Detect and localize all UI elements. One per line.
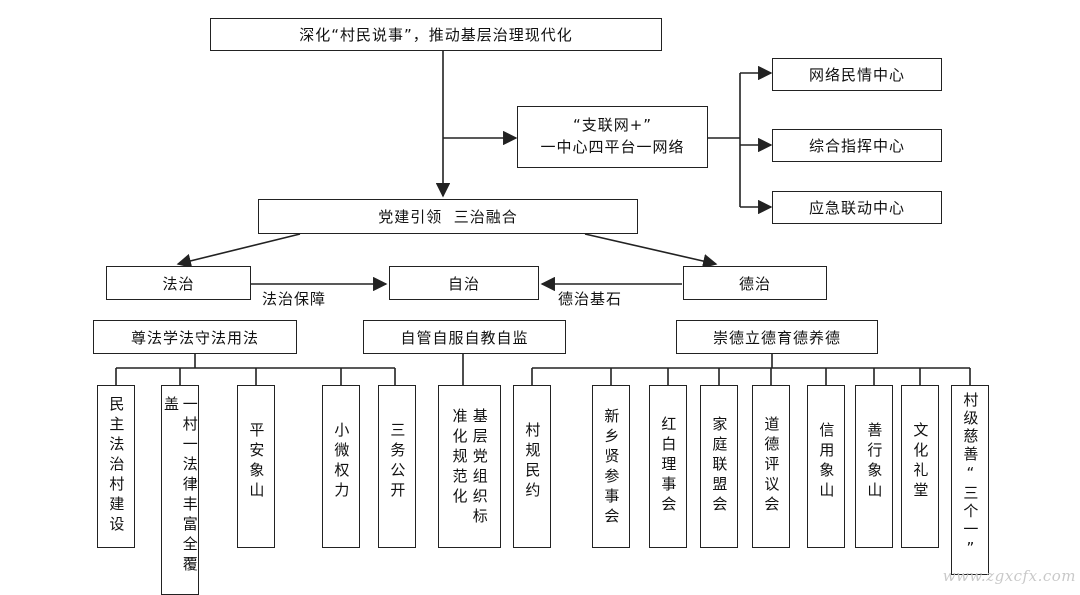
leaf-label-5: 三务公开 xyxy=(388,422,407,502)
center-label-1: 网络民情中心 xyxy=(808,66,905,84)
leaf-label-4: 小微权力 xyxy=(332,422,351,502)
leaf-box-3: 平安象山 xyxy=(237,385,275,548)
dezhi-label: 德治 xyxy=(738,274,771,293)
leaf-box-12: 信用象山 xyxy=(807,385,845,548)
leaf-box-8: 新乡贤参事会 xyxy=(592,385,630,548)
leaf-box-7: 村规民约 xyxy=(513,385,551,548)
center-box-1: 网络民情中心 xyxy=(772,58,942,91)
leaf-label-11: 道德评议会 xyxy=(762,416,781,516)
leaf-box-1: 民主法治村建设 xyxy=(97,385,135,548)
center-box-3: 应急联动中心 xyxy=(772,191,942,224)
core-to-dezhi-arrow xyxy=(584,233,718,269)
leaf-box-5: 三务公开 xyxy=(378,385,416,548)
leaf-label-3: 平安象山 xyxy=(247,422,266,502)
dezhi-box: 德治 xyxy=(683,266,827,300)
title-text: 深化“村民说事”，推动基层治理现代化 xyxy=(299,26,573,44)
virtue-group-box: 崇德立德育德养德 xyxy=(676,320,878,354)
leaf-label-12: 信用象山 xyxy=(817,422,836,502)
network-line-1: “支联网+” xyxy=(572,116,653,135)
leaf-box-4: 小微权力 xyxy=(322,385,360,548)
fazhi-label: 法治 xyxy=(162,274,195,293)
fazhi-box: 法治 xyxy=(106,266,251,300)
leaf-box-15: 村级慈善“三个一” xyxy=(951,385,989,575)
leaf-label-14: 文化礼堂 xyxy=(911,422,930,502)
leaf-box-14: 文化礼堂 xyxy=(901,385,939,548)
leaf-box-11: 道德评议会 xyxy=(752,385,790,548)
leaf-box-9: 红白理事会 xyxy=(649,385,687,548)
leaf-label-1: 民主法治村建设 xyxy=(107,396,126,536)
center-label-2: 综合指挥中心 xyxy=(808,137,905,155)
core-to-fazhi-arrow xyxy=(176,233,301,268)
zizhi-box: 自治 xyxy=(389,266,539,300)
center-label-3: 应急联动中心 xyxy=(808,199,905,217)
zizhi-label: 自治 xyxy=(447,274,480,293)
self-group-label: 自管自服自教自监 xyxy=(400,328,529,347)
title-box: 深化“村民说事”，推动基层治理现代化 xyxy=(210,18,662,51)
law-group-label: 尊法学法守法用法 xyxy=(130,328,259,347)
law-group-box: 尊法学法守法用法 xyxy=(93,320,297,354)
leaf-label-8: 新乡贤参事会 xyxy=(602,408,621,528)
leaf-label-6: 基层党组织标准化规范化 xyxy=(450,408,489,528)
network-line-2: 一中心四平台一网络 xyxy=(540,138,685,156)
leaf-box-10: 家庭联盟会 xyxy=(700,385,738,548)
leaf-label-13: 善行象山 xyxy=(865,422,884,502)
leaf-label-15: 村级慈善“三个一” xyxy=(961,392,980,560)
leaf-box-6: 基层党组织标准化规范化 xyxy=(438,385,501,548)
leaf-label-10: 家庭联盟会 xyxy=(710,416,729,516)
center-box-2: 综合指挥中心 xyxy=(772,129,942,162)
watermark-text: www.zgxcfx.com xyxy=(942,567,1076,585)
self-group-box: 自管自服自教自监 xyxy=(363,320,566,354)
dezhi-link-label: 德治基石 xyxy=(558,290,623,308)
core-box: 党建引领 三治融合 xyxy=(258,199,638,234)
network-box: “支联网+” 一中心四平台一网络 xyxy=(517,106,708,168)
leaf-box-13: 善行象山 xyxy=(855,385,893,548)
core-text: 党建引领 三治融合 xyxy=(378,208,518,226)
virtue-group-label: 崇德立德育德养德 xyxy=(712,328,841,347)
fazhi-link-label: 法治保障 xyxy=(262,290,327,308)
leaf-label-2: 一村一法律丰富全覆盖 xyxy=(162,396,199,576)
leaf-box-2: 一村一法律丰富全覆盖 xyxy=(161,385,199,595)
leaf-label-9: 红白理事会 xyxy=(659,416,678,516)
leaf-label-7: 村规民约 xyxy=(523,422,542,502)
